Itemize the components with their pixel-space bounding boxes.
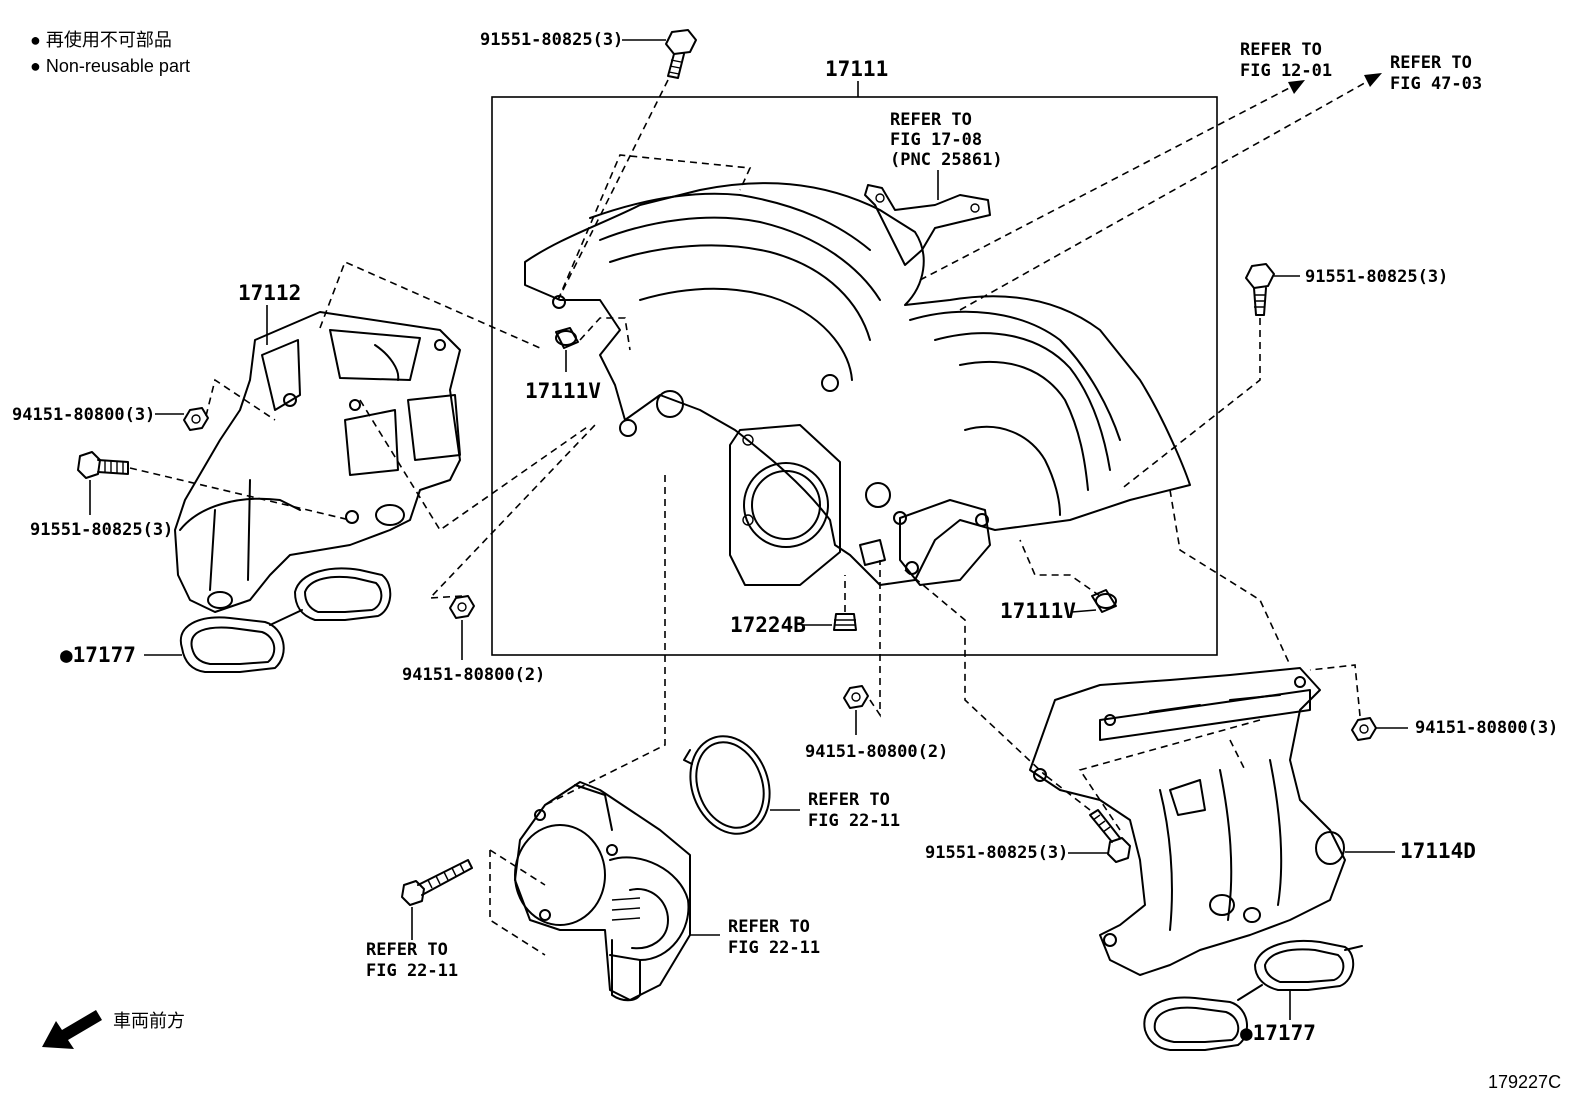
part-number-gasket-right: ●17177 [1240,1021,1316,1045]
refer-fig-17-08-line1: REFER TO [890,110,972,130]
part-number-gasket-left: ●17177 [60,643,136,667]
part-number-17111: 17111 [825,57,888,81]
nut-icon [449,595,475,619]
refer-fig-22-11-throttle-line1: REFER TO [728,917,810,937]
nut-icon [183,407,209,431]
arrow-fig-47-03 [1364,73,1382,87]
figure-number: 179227C [1488,1072,1561,1092]
assembly-box [491,96,1218,656]
throttle-body [514,781,691,1002]
left-lower-manifold [174,311,461,613]
refer-fig-12-01-line1: REFER TO [1240,40,1322,60]
refer-fig-12-01-line2: FIG 12-01 [1240,61,1332,81]
refer-fig-17-08-line2: FIG 17-08 [890,130,982,150]
bolt-icon [77,451,129,479]
front-direction-label: 車両前方 [113,1011,185,1031]
gasket-left [179,567,392,673]
nut-icon [1351,717,1377,741]
part-number-bolt-right-low: 91551-80825(3) [925,843,1068,863]
refer-fig-17-08-line3: (PNC 25861) [890,150,1003,170]
part-number-17111v-right: 17111V [1000,599,1076,623]
part-number-bolt-top: 91551-80825(3) [480,30,623,50]
refer-fig-22-11-bolt-line2: FIG 22-11 [366,961,458,981]
upper-intake-manifold [524,182,1191,586]
bolt-icon [401,859,473,906]
bolt-icon [665,29,697,79]
refer-fig-22-11-gasket-line2: FIG 22-11 [808,811,900,831]
bolt-icon [1089,809,1131,863]
legend-non-reusable-ja: ● 再使用不可部品 [30,30,172,50]
part-number-nut-left: 94151-80800(3) [12,405,155,425]
part-number-17112: 17112 [238,281,301,305]
gasket-right [1143,939,1363,1051]
part-number-nut-mid-left: 94151-80800(2) [402,665,545,685]
part-number-17114d: 17114D [1400,839,1476,863]
part-number-nut-right: 94151-80800(3) [1415,718,1558,738]
refer-fig-47-03-line2: FIG 47-03 [1390,74,1482,94]
legend-non-reusable-en: ● Non-reusable part [30,56,190,76]
front-arrow-icon [42,1010,102,1049]
part-number-bolt-right-top: 91551-80825(3) [1305,267,1448,287]
part-number-nut-mid: 94151-80800(2) [805,742,948,762]
throttle-gasket [683,735,771,835]
vacuum-fitting-right [1091,589,1117,613]
nut-icon [843,685,869,709]
refer-fig-22-11-gasket-line1: REFER TO [808,790,890,810]
part-number-17111v-left: 17111V [525,379,601,403]
bolt-icon [1245,263,1275,316]
right-lower-manifold [1029,667,1346,976]
refer-fig-22-11-bolt-line1: REFER TO [366,940,448,960]
arrow-fig-12-01 [1288,80,1305,94]
vacuum-fitting-left [555,327,579,349]
bracket-25861 [864,184,991,266]
part-number-bolt-left: 91551-80825(3) [30,520,173,540]
refer-fig-22-11-throttle-line2: FIG 22-11 [728,938,820,958]
plug-17224b [833,613,857,631]
refer-fig-47-03-line1: REFER TO [1390,53,1472,73]
part-number-17224b: 17224B [730,613,806,637]
